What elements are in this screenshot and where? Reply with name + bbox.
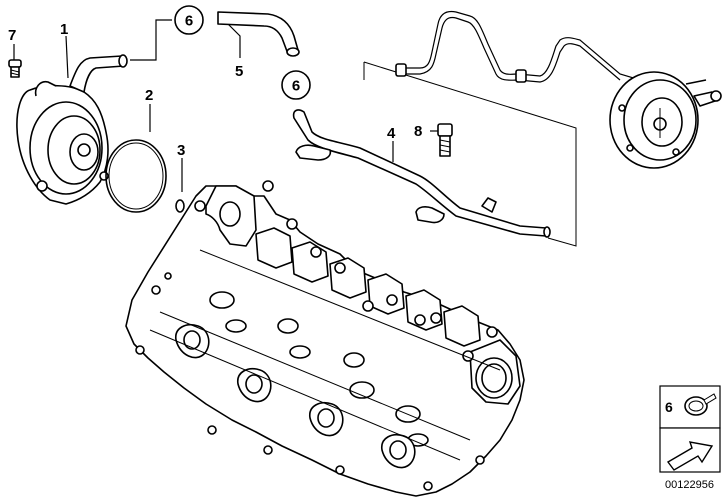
callout-6b-circle <box>281 70 311 100</box>
callout-6a-circle <box>174 5 204 35</box>
bolt-part-7 <box>8 59 22 78</box>
callout-6a: 6 <box>185 13 193 30</box>
o-ring-part-2 <box>105 139 167 213</box>
vacuum-pipe-part-4 <box>292 109 551 238</box>
callout-2: 2 <box>145 87 153 104</box>
callout-1: 1 <box>60 21 68 38</box>
callout-8: 8 <box>414 123 422 140</box>
legend-box: 6 <box>659 385 721 473</box>
vacuum-pump-part-1 <box>16 54 128 205</box>
callouts: 7 1 2 3 6 5 6 4 8 <box>8 5 422 159</box>
screw-part-8 <box>437 123 453 157</box>
hose-part-5 <box>217 11 300 57</box>
callout-7: 7 <box>8 27 16 44</box>
seal-part-3 <box>175 199 185 213</box>
leader-lines <box>13 19 438 192</box>
cylinder-head <box>125 180 525 497</box>
brake-booster <box>395 10 722 169</box>
diagram-code: 00122956 <box>665 479 714 491</box>
callout-4: 4 <box>387 125 396 142</box>
callout-5: 5 <box>235 63 243 80</box>
callout-6b: 6 <box>292 78 300 95</box>
legend-label: 6 <box>665 399 673 415</box>
group-bracket <box>363 61 577 247</box>
arrow-icon <box>666 441 714 471</box>
callout-3: 3 <box>177 142 185 159</box>
hose-clamp-icon <box>684 393 717 416</box>
